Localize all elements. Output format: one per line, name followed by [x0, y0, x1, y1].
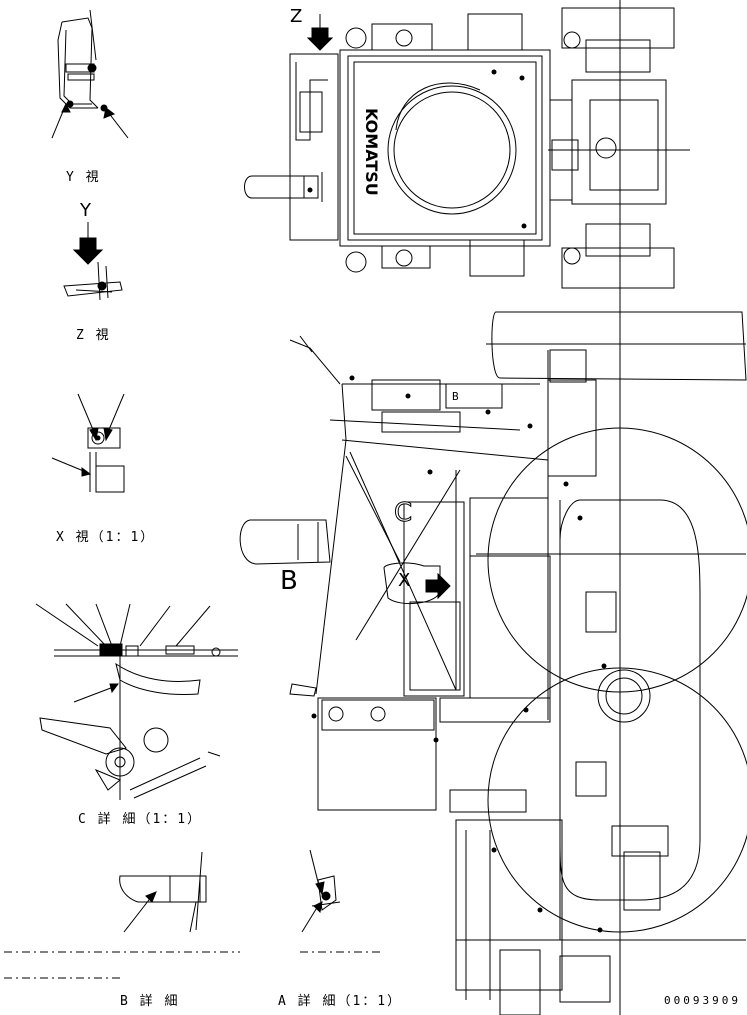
c-marker: C — [393, 498, 413, 529]
z-view-diagram — [63, 222, 123, 301]
drawing-number: 00093909 — [664, 994, 741, 1007]
rivet-dots — [307, 69, 607, 933]
a-detail-diagram — [301, 849, 341, 933]
y-view-diagram — [51, 9, 129, 139]
top-plan-view: KOMATSU — [244, 0, 690, 300]
dash-separators — [4, 951, 380, 979]
x-marker: X — [398, 570, 411, 591]
a-detail-label: A 詳 細（1：1） — [278, 994, 403, 1009]
komatsu-logo-text: KOMATSU — [362, 108, 381, 196]
b-small-marker: B — [452, 390, 459, 403]
x-view-label: X 視（1：1） — [56, 530, 156, 545]
c-detail-label: C 詳 細（1：1） — [78, 812, 203, 827]
b-detail-diagram — [119, 851, 207, 933]
x-view-diagram — [51, 393, 125, 493]
y-marker: Y — [80, 200, 91, 221]
b-detail-label: B 詳 細 — [120, 994, 180, 1009]
side-elevation-view — [239, 300, 747, 1015]
b-marker: B — [280, 566, 298, 596]
z-marker: Z — [290, 6, 303, 27]
y-view-label: Y 視 — [66, 170, 101, 185]
c-detail-diagram — [35, 603, 238, 800]
z-view-label: Z 視 — [76, 328, 111, 343]
